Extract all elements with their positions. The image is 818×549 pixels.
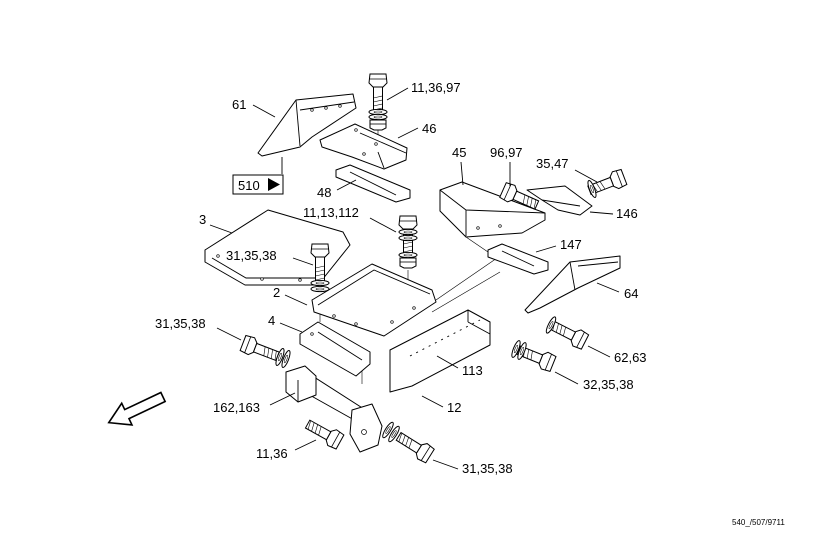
callout-45: 45 xyxy=(452,145,466,160)
part-46-plate xyxy=(319,123,408,170)
callout-11-36: 11,36 xyxy=(256,446,288,461)
callout-3: 3 xyxy=(199,212,206,227)
part-45-channel xyxy=(439,181,546,238)
callout-113: 113 xyxy=(462,363,483,378)
part-61-deflector xyxy=(257,93,357,157)
callout-2: 2 xyxy=(273,285,280,300)
callout-46: 46 xyxy=(422,121,436,136)
bolt-11-36 xyxy=(302,415,345,451)
bolt-11-13-112 xyxy=(398,215,418,269)
callout-48: 48 xyxy=(317,185,331,200)
callout-4: 4 xyxy=(268,313,275,328)
callout-62-63: 62,63 xyxy=(614,350,647,365)
part-2-plate xyxy=(311,263,437,337)
part-64-deflector xyxy=(524,255,621,314)
bolt-62-63 xyxy=(544,315,590,351)
bolt-35-47 xyxy=(585,168,628,200)
part-12-plate xyxy=(389,309,491,393)
callout-12: 12 xyxy=(447,400,461,415)
part-4-bracket xyxy=(299,321,371,377)
bolt-32-35-38 xyxy=(509,339,557,373)
callout-162-163: 162,163 xyxy=(213,400,260,415)
callout-31-35-38-upper: 31,35,38 xyxy=(226,248,277,263)
callout-11-13-112: 11,13,112 xyxy=(303,205,359,220)
part-3-plate xyxy=(204,209,351,286)
drawing-number: 540_/507/9711 xyxy=(732,518,785,527)
callout-146: 146 xyxy=(616,206,638,221)
part-147-strip xyxy=(487,243,549,275)
callout-96-97: 96,97 xyxy=(490,145,523,160)
part-162-163-bar xyxy=(285,365,383,453)
part-146-bracket xyxy=(526,185,593,216)
arrow-right-icon xyxy=(268,178,280,191)
arrow-down-left-icon xyxy=(107,391,167,426)
reference-box-label: 510 xyxy=(238,178,260,193)
callout-35-47: 35,47 xyxy=(536,156,569,171)
bolt-31-35-38-left xyxy=(239,334,293,369)
callout-31-35-38-left: 31,35,38 xyxy=(155,316,206,331)
callout-31-35-38-lower: 31,35,38 xyxy=(462,461,513,476)
bolt-31-35-38-lower xyxy=(380,420,436,465)
callout-64: 64 xyxy=(624,286,638,301)
callout-61: 61 xyxy=(232,97,246,112)
part-48-strip xyxy=(335,164,411,203)
leader-lines xyxy=(209,87,620,470)
callout-147: 147 xyxy=(560,237,582,252)
callout-11-36-97: 11,36,97 xyxy=(411,80,461,95)
reference-box: 510 xyxy=(232,174,284,195)
callout-32-35-38: 32,35,38 xyxy=(583,377,634,392)
bolt-11-36-97 xyxy=(368,73,388,131)
